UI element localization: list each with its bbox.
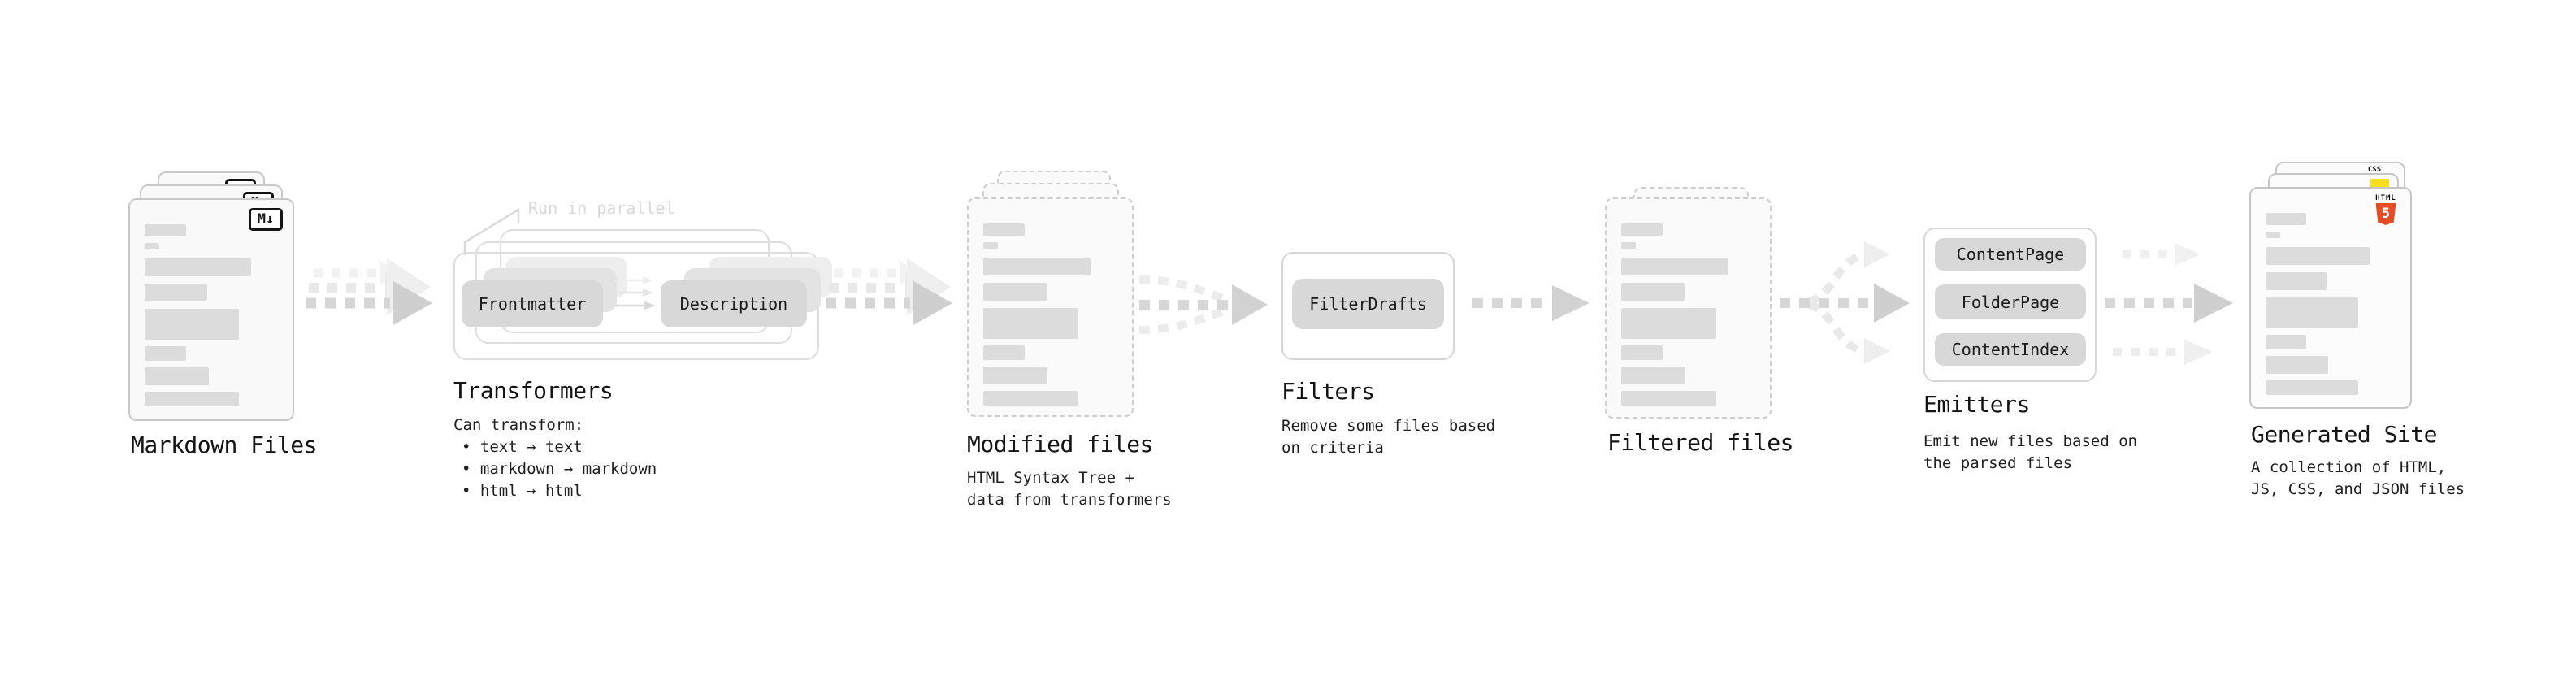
skeleton-line (1621, 283, 1685, 301)
skeleton-line (2266, 247, 2370, 265)
skeleton-line (2266, 380, 2358, 395)
note-leader-line (463, 207, 520, 255)
skeleton-line (145, 224, 186, 236)
sub-line: JS, CSS, and JSON files (2251, 480, 2465, 498)
modified-files-description: HTML Syntax Tree + data from transformer… (967, 467, 1172, 511)
flow-arrow-modified-to-filters (1138, 275, 1268, 334)
sub-line: Remove some files based (1281, 417, 1496, 435)
transformer-node-frontmatter: Frontmatter (462, 280, 603, 327)
transformers-description: Can transform: • text → text • markdown … (453, 414, 657, 502)
emitters-description: Emit new files based on the parsed files (1923, 431, 2137, 475)
skeleton-line (983, 283, 1047, 301)
skeleton-line (1621, 242, 1637, 249)
generated-file-page-html: HTML 5 (2249, 187, 2412, 409)
skeleton-line (983, 391, 1079, 406)
skeleton-line (1621, 367, 1686, 384)
sub-line: A collection of HTML, (2251, 458, 2447, 476)
stage-title-emitters: Emitters (1923, 391, 2030, 418)
emitter-node-folderpage: FolderPage (1935, 284, 2086, 319)
skeleton-line (1621, 345, 1663, 360)
flow-arrow-transformers-to-modified (826, 258, 952, 325)
skeleton-line (983, 308, 1079, 339)
skeleton-line (983, 367, 1048, 384)
flow-arrow-contentpage-output (2123, 243, 2201, 266)
skeleton-line (1621, 258, 1728, 275)
skeleton-line (2266, 272, 2327, 290)
skeleton-line (983, 345, 1026, 360)
sub-line: data from transformers (967, 491, 1172, 509)
skeleton-line (145, 284, 208, 301)
skeleton-line (145, 243, 160, 249)
generated-site-description: A collection of HTML, JS, CSS, and JSON … (2251, 457, 2465, 501)
parallel-arrows-icon (614, 276, 656, 310)
skeleton-line (145, 367, 209, 385)
flow-arrow-markdown-to-transformers (306, 258, 432, 325)
filtered-file-page-front (1605, 197, 1772, 419)
skeleton-line (145, 309, 240, 340)
sub-line: • html → html (462, 482, 583, 500)
placeholder-text-lines (145, 200, 278, 406)
skeleton-line (2266, 297, 2358, 328)
skeleton-line (145, 392, 240, 406)
placeholder-text-lines (983, 199, 1117, 406)
sub-line: HTML Syntax Tree + (967, 469, 1134, 487)
skeleton-line (1621, 391, 1717, 406)
skeleton-line (145, 346, 186, 361)
skeleton-line (2266, 213, 2306, 225)
emitter-node-contentindex: ContentIndex (1935, 333, 2086, 366)
stage-title-modified-files: Modified files (967, 431, 1154, 458)
sub-line: • text → text (462, 438, 583, 456)
run-in-parallel-note: Run in parallel (528, 198, 675, 218)
sub-line: the parsed files (1923, 454, 2073, 472)
flow-arrow-emitters-to-generated (2105, 284, 2233, 323)
skeleton-line (983, 242, 999, 249)
placeholder-text-lines (1621, 199, 1755, 406)
markdown-file-page-front: M↓ (128, 198, 294, 421)
skeleton-line (1621, 308, 1717, 339)
sub-line: Emit new files based on (1923, 432, 2138, 450)
skeleton-line (2266, 232, 2280, 238)
placeholder-text-lines (2266, 189, 2396, 395)
html5-icon: HTML 5 (2371, 194, 2400, 225)
skeleton-line (2266, 356, 2328, 374)
flow-arrow-contentindex-output (2113, 339, 2212, 365)
transformer-node-description: Description (661, 280, 807, 327)
skeleton-line (145, 258, 252, 276)
stage-title-markdown-files: Markdown Files (131, 432, 318, 458)
sub-line: • markdown → markdown (462, 460, 657, 478)
flow-arrow-filters-to-filtered (1472, 285, 1589, 321)
skeleton-line (2266, 335, 2306, 349)
sub-line: on criteria (1281, 439, 1384, 457)
stage-title-transformers: Transformers (453, 377, 614, 404)
filters-description: Remove some files based on criteria (1281, 415, 1495, 459)
markdown-icon: M↓ (249, 208, 283, 231)
skeleton-line (1621, 223, 1663, 236)
stage-title-generated-site: Generated Site (2251, 421, 2438, 448)
emitter-node-contentpage: ContentPage (1935, 238, 2086, 271)
skeleton-line (983, 223, 1026, 236)
flow-arrow-filtered-to-emitters (1780, 241, 1910, 364)
modified-file-page-front (967, 197, 1134, 417)
sub-line: Can transform: (453, 416, 584, 434)
skeleton-line (983, 258, 1091, 275)
stage-title-filtered-files: Filtered files (1607, 429, 1794, 456)
filter-node-filterdrafts: FilterDrafts (1292, 279, 1444, 329)
stage-title-filters: Filters (1281, 378, 1375, 405)
